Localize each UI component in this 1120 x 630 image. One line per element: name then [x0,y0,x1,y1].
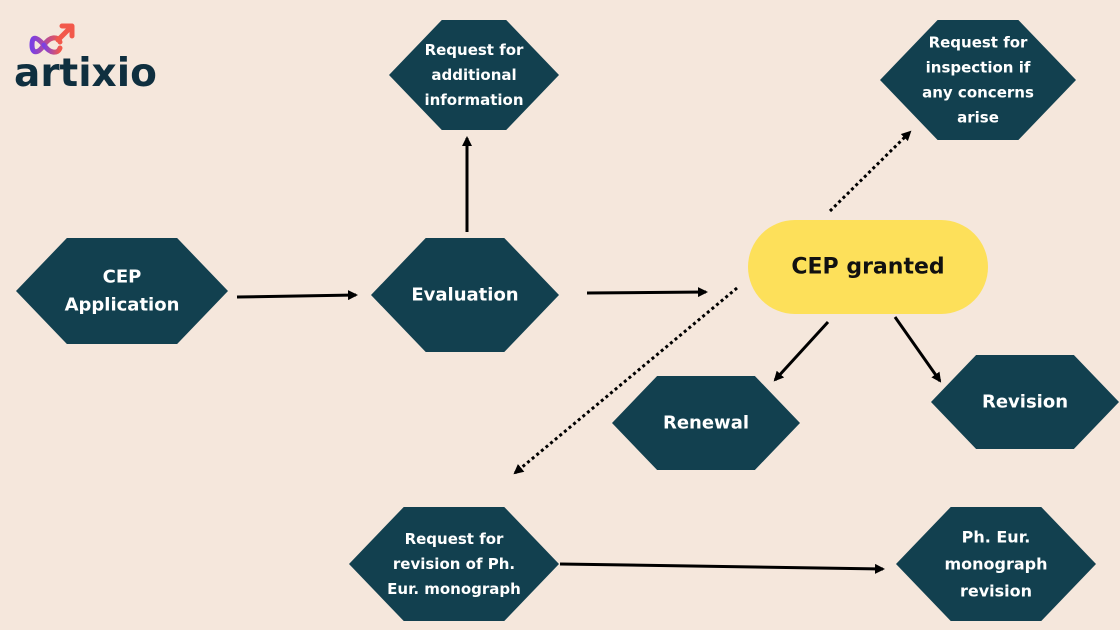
edge-granted-to-inspection [828,130,912,213]
edge-evaluation-to-granted [586,287,708,298]
edge-granted-to-revision [893,316,942,383]
pill-shape [748,220,988,314]
node-cep-granted: CEP granted [748,220,988,314]
edge-granted-to-request-monograph [513,286,738,475]
node-label-line: Request for [929,34,1028,52]
node-label-line: CEP granted [791,255,944,280]
node-label-line: Ph. Eur. [962,528,1031,547]
edge-request-monograph-to-monograph-revision [559,562,885,574]
node-label-line: Revision [982,392,1068,413]
node-label-line: arise [957,109,999,127]
node-label-line: Application [65,295,180,316]
node-label-line: additional [431,66,516,84]
node-request-inspection: Request for inspection if any concerns aris… [880,20,1076,140]
infinity-arrow-icon [29,23,75,55]
hexagon-shape [612,376,800,470]
node-monograph-revision: Ph. Eur. monograph revision [896,507,1096,621]
node-label-line: Request for [425,41,524,59]
node-revision: Revision [931,355,1119,449]
node-label-line: Eur. monograph [387,580,521,598]
edge-application-to-evaluation [236,290,358,301]
node-cep-application: CEP Application [16,238,228,344]
hexagon-shape [371,238,559,352]
node-label-line: any concerns [922,84,1034,102]
edge-granted-to-renewal [773,320,830,382]
node-label-line: inspection if [926,59,1031,77]
hexagon-shape [931,355,1119,449]
node-request-additional-info: Request for additional information [389,20,559,130]
node-label-line: Evaluation [411,285,518,306]
brand-name: artixio [14,51,157,96]
node-request-revision-monograph: Request for revision of Ph. Eur. monograph [349,507,559,621]
node-label-line: revision of Ph. [393,555,515,573]
node-label-line: Renewal [663,413,749,434]
hexagon-shape [880,20,1076,140]
node-label-line: information [424,91,523,109]
node-label-line: revision [960,582,1032,601]
hexagon-shape [896,507,1096,621]
hexagon-shape [349,507,559,621]
node-evaluation: Evaluation [371,238,559,352]
artixio-logo [29,23,75,55]
node-label-line: CEP [103,267,142,288]
node-label-line: Request for [405,530,504,548]
hexagon-shape [16,238,228,344]
node-renewal: Renewal [612,376,800,470]
hexagon-shape [389,20,559,130]
edges [236,130,942,574]
node-label-line: monograph [944,555,1047,574]
